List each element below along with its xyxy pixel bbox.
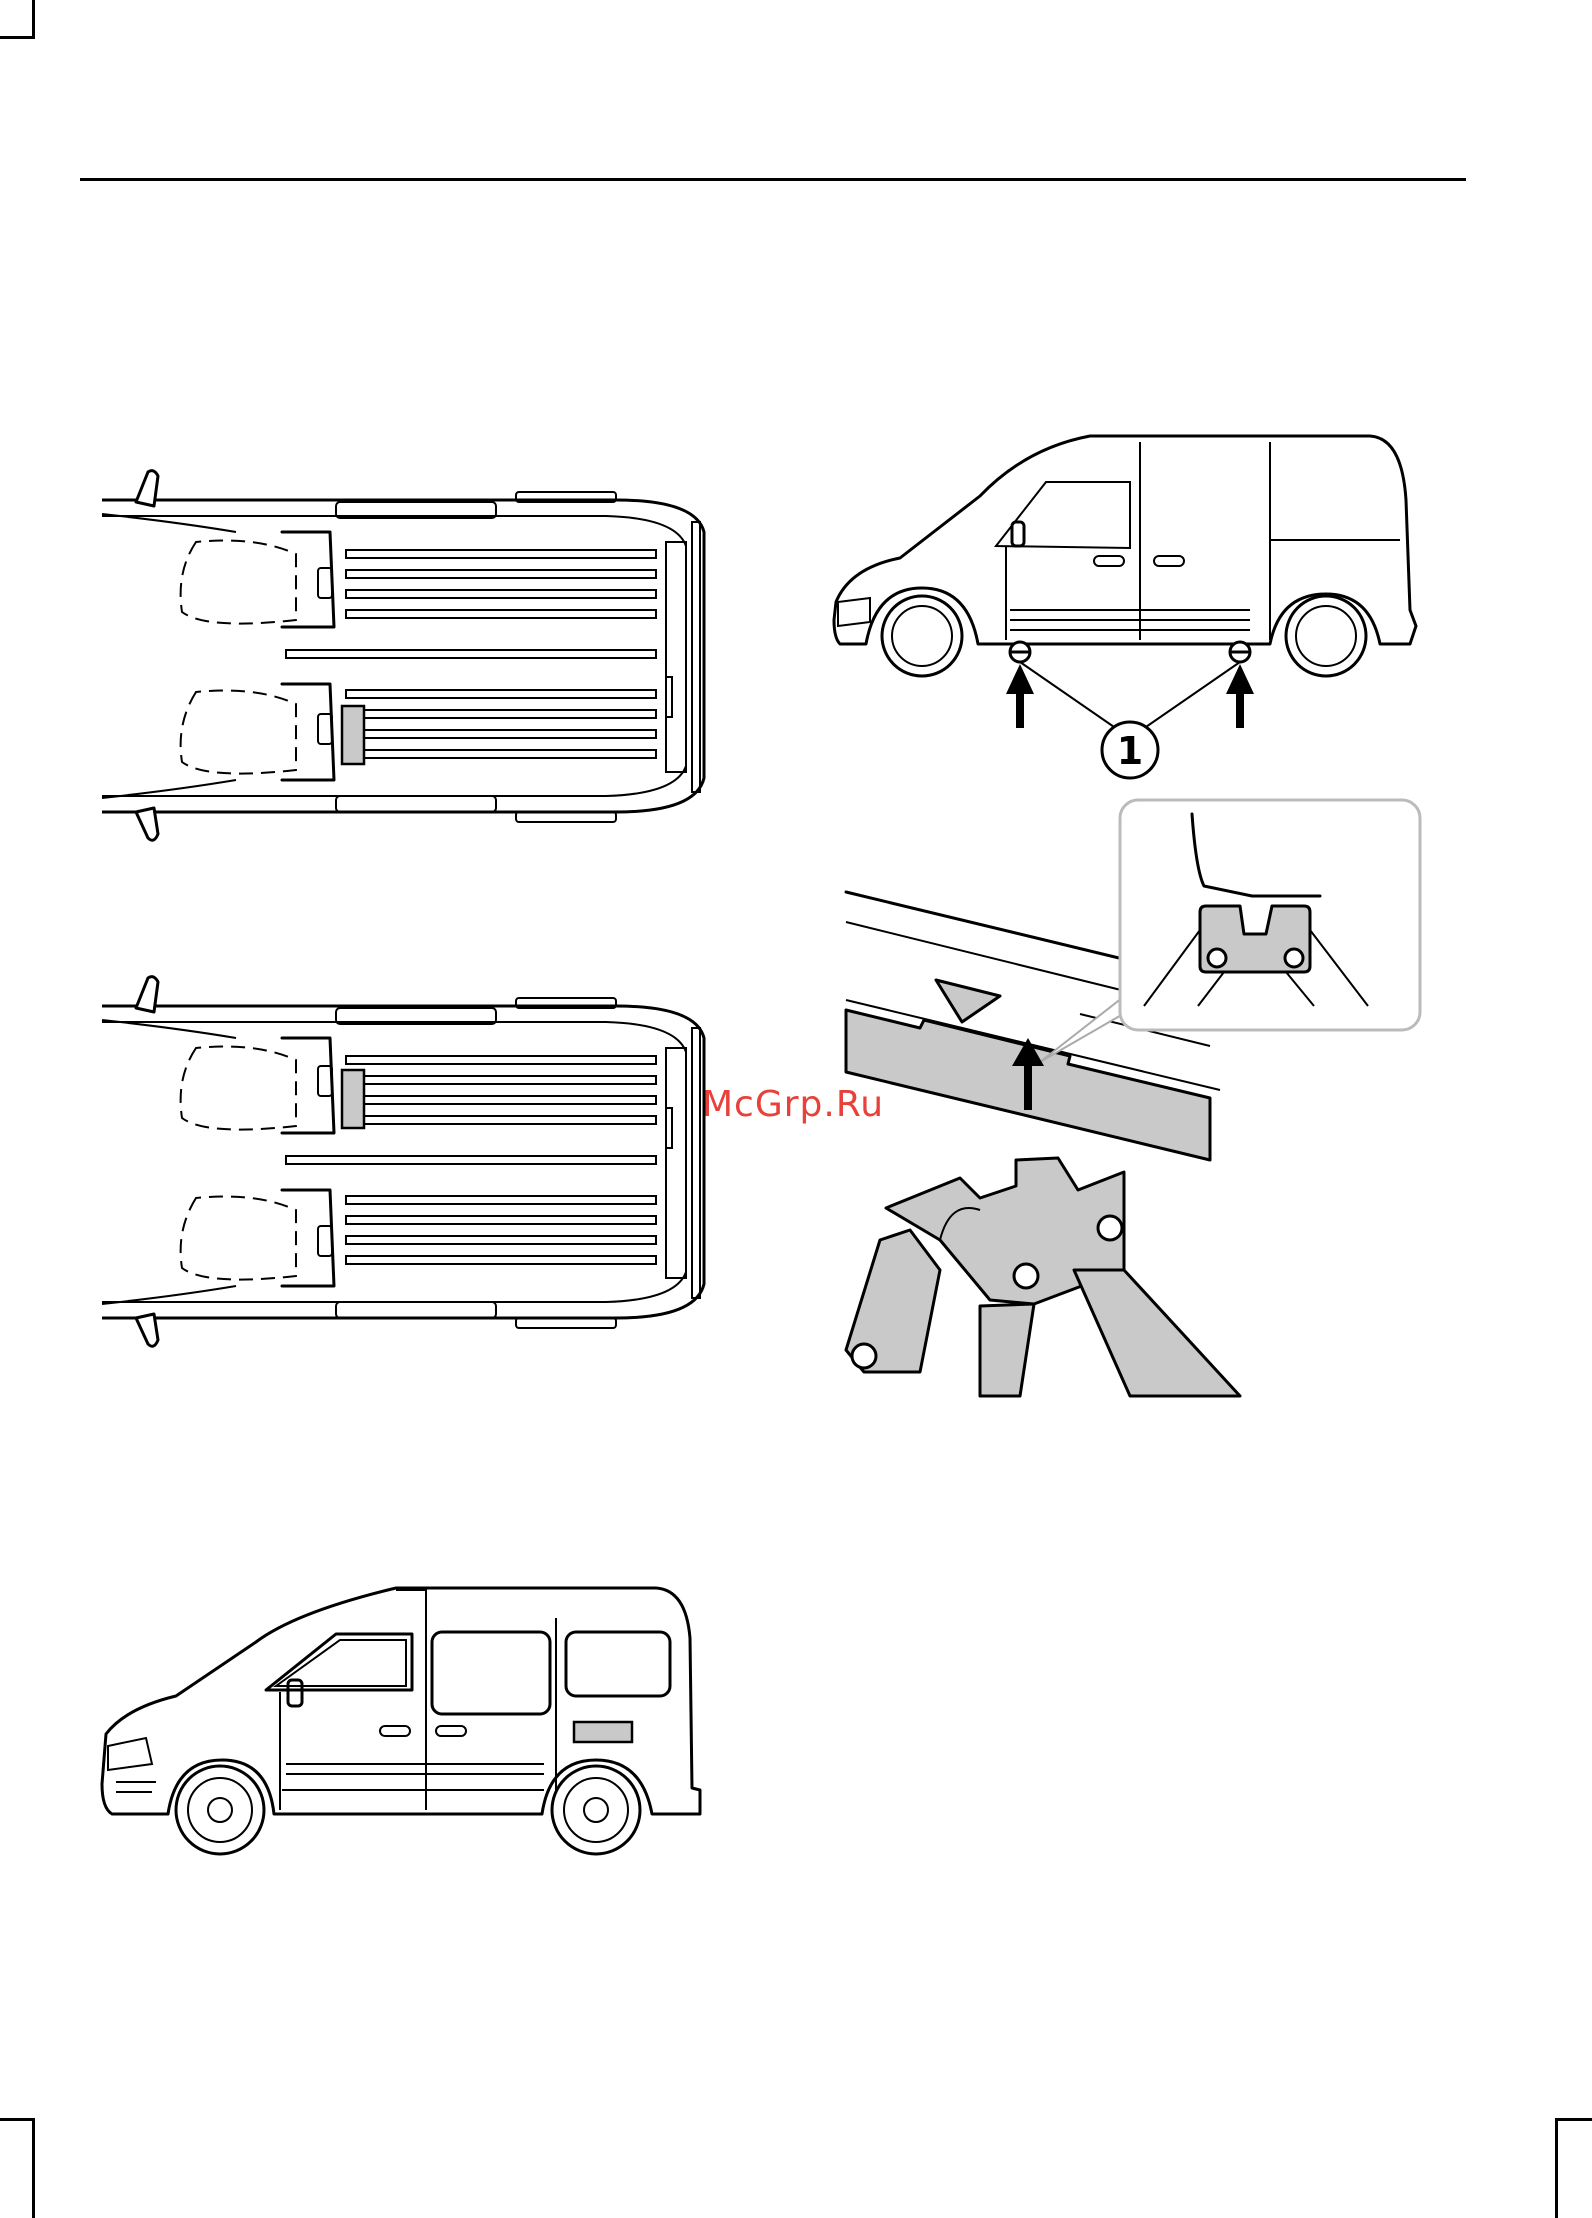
top-view-drawing-1: [96, 462, 716, 852]
crop-mark-top-left: [0, 0, 35, 39]
callout-1: 1: [1102, 722, 1158, 778]
rear-wheel: [552, 1766, 640, 1854]
top-view-drawing-2: [96, 968, 716, 1358]
jack-detail-drawing: [820, 800, 1420, 1420]
top-view-van-label-right-seat: [96, 462, 716, 852]
side-view-van-jacking-points: 1: [830, 430, 1430, 800]
watermark: McGrp.Ru: [702, 1084, 884, 1125]
crop-mark-bottom-right: [1555, 2118, 1592, 2218]
jacking-point-rear: [1226, 642, 1254, 728]
top-view-van-label-left-seat: [96, 968, 716, 1358]
callout-1-label: 1: [1117, 729, 1143, 773]
side-view-van-windows-label: [96, 1578, 716, 1858]
side-view-drawing-passenger: [96, 1578, 716, 1858]
side-view-drawing-jacking: 1: [830, 430, 1430, 800]
jack-head-detail: [820, 800, 1420, 1420]
jacking-point-front: [1006, 642, 1034, 728]
front-wheel: [176, 1766, 264, 1854]
vehicle-label-location: [342, 1070, 364, 1128]
header-rule: [80, 178, 1466, 181]
vehicle-label-location: [342, 706, 364, 764]
crop-mark-bottom-left: [0, 2118, 35, 2218]
vehicle-label-location: [574, 1722, 632, 1742]
